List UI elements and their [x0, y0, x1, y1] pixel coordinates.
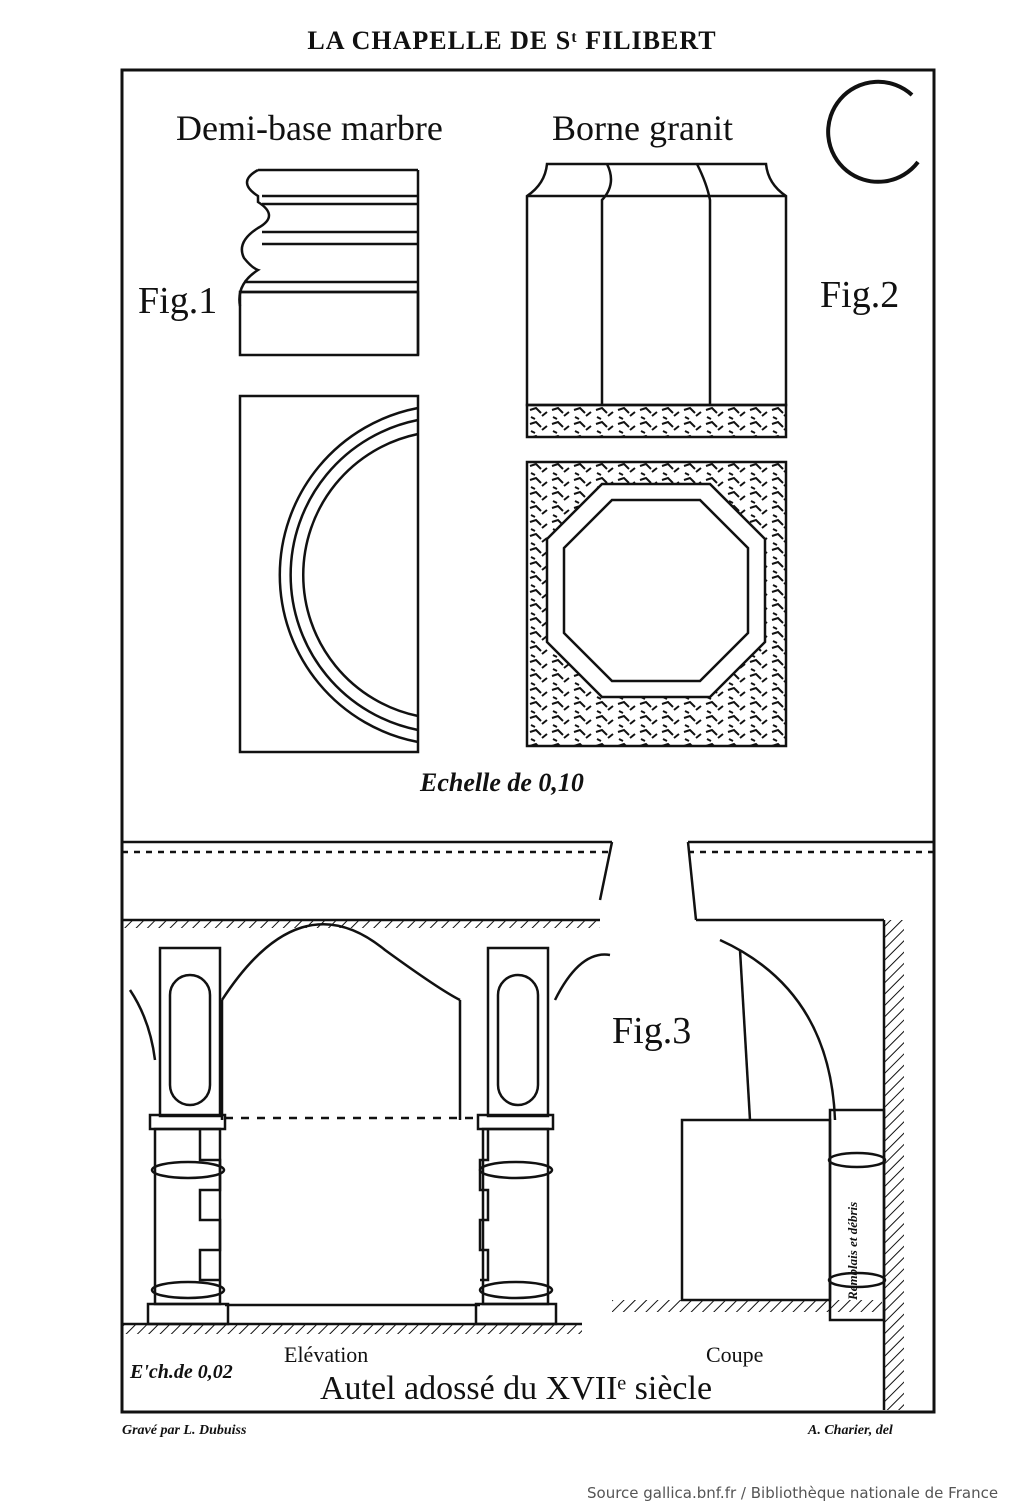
- draftsman-credit: A. Charier, del: [808, 1423, 893, 1438]
- fig1-caption: Demi-base marbre: [176, 108, 443, 148]
- fig3-drawing: [122, 840, 934, 1410]
- fig1-label: Fig.1: [138, 280, 218, 322]
- section-label: Coupe: [706, 1342, 764, 1367]
- lower-scale: E'ch.de 0,02: [130, 1361, 233, 1383]
- plate-title: LA CHAPELLE DE Sᵗ FILIBERT: [307, 26, 717, 55]
- plate-frame: [120, 68, 936, 1414]
- fig2-profile: [525, 162, 788, 748]
- fig3-label: Fig.3: [612, 1010, 692, 1052]
- fig2-label: Fig.2: [820, 274, 900, 316]
- source-line: Source gallica.bnf.fr / Bibliothèque nat…: [587, 1484, 999, 1502]
- fig3-caption: Autel adossé du XVIIᵉ siècle: [320, 1370, 713, 1407]
- elevation-label: Elévation: [284, 1342, 369, 1367]
- upper-scale: Echelle de 0,10: [420, 768, 584, 797]
- fig2-caption: Borne granit: [552, 108, 733, 148]
- engraver-credit: Gravé par L. Dubuiss: [122, 1423, 247, 1438]
- fig1-profile: [238, 168, 420, 754]
- fill-note: Remblais et débris: [845, 1201, 860, 1300]
- plate-letter-c: [826, 79, 920, 184]
